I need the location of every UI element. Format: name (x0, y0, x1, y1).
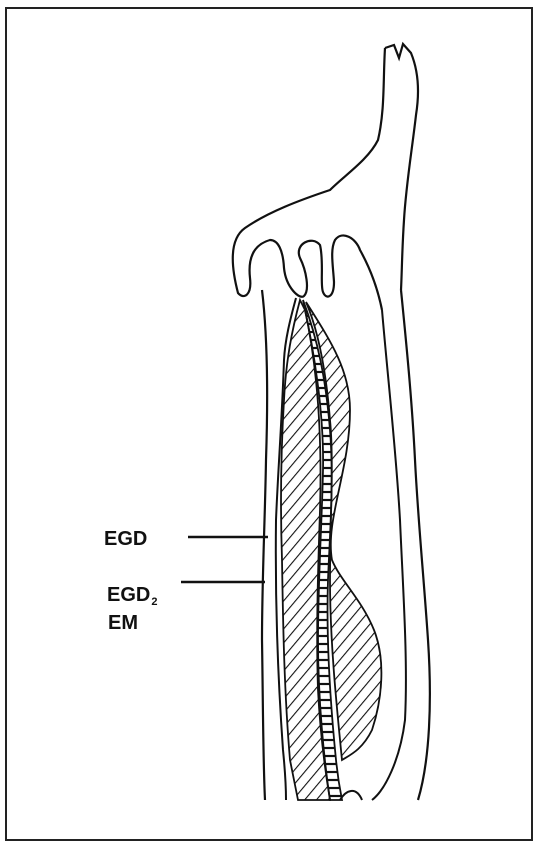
label-egd2-text: EGD (107, 584, 150, 606)
label-egd2-subscript: 2 (151, 596, 157, 608)
figure-frame (6, 8, 532, 840)
outer-body-outline (262, 290, 267, 800)
label-em-text: EM (108, 612, 138, 634)
label-egd-text: EGD (104, 528, 147, 550)
label-egd2: EGD2 (107, 585, 157, 608)
bottom-notch (340, 791, 362, 800)
label-egd: EGD (104, 529, 147, 549)
upper-outline (385, 44, 418, 290)
label-em: EM (108, 613, 138, 633)
inner-lumen-outline (372, 310, 406, 800)
stem-left-outline (233, 48, 385, 310)
